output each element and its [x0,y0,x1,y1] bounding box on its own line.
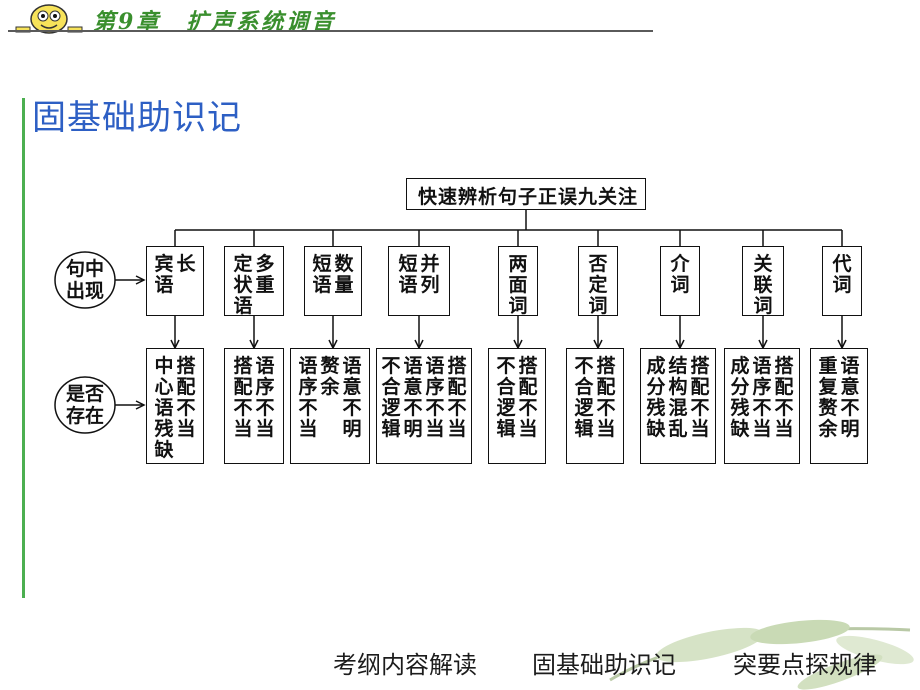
category-node-text-col: 长 [176,253,196,275]
category-node [578,246,618,316]
issue-node [146,348,204,464]
issue-node-text-col: 成分残缺 [646,355,666,440]
issue-node-text-col: 不合逻辑 [381,355,401,440]
header-divider [8,30,653,32]
issue-node-text-col: 搭配不当 [690,355,710,440]
category-node [822,246,862,316]
issue-node-text-col: 语意不明 [403,355,423,440]
category-node [224,246,284,316]
category-node [742,246,784,316]
row-arrow-head-bottom [135,400,146,410]
issue-node-text-col: 不合逻辑 [496,355,516,440]
category-node [304,246,362,316]
mascot-logo-icon [15,4,83,34]
issue-node-text-col: 不合逻辑 [574,355,594,440]
nav-item[interactable]: 考纲内容解读 [333,651,477,679]
category-node-text-col: 短语 [312,253,332,296]
category-node [146,246,204,316]
row-label-top: 句中出现 [65,258,104,302]
category-node-text-col: 并列 [420,253,440,296]
issue-node-text-col: 搭配不当 [233,355,253,440]
row-label-bottom: 是否存在 [65,383,104,427]
category-node-text-col: 多重 [255,253,275,296]
row-arrow-head-top [135,275,146,285]
issue-node-text-col: 搭配不当 [447,355,467,440]
issue-node-text-col: 搭配不当 [596,355,616,440]
category-node-text-col: 介词 [670,253,690,296]
header: 第9章 扩声系统调音 [0,0,920,40]
category-node-text-col: 数量 [334,253,354,296]
nav-item[interactable]: 突要点探规律 [733,651,877,679]
issue-node [224,348,284,464]
issue-node-text-col: 成分残缺 [730,355,750,440]
issue-node-text-col: 重复赘余 [818,355,838,440]
side-accent-bar [22,98,25,598]
category-node-text-col: 否定词 [588,253,608,317]
issue-node [290,348,370,464]
category-node-text-col: 短语 [398,253,418,296]
issue-node-text-col: 搭配不当 [176,355,196,440]
issue-node-text-col: 搭配不当 [774,355,794,440]
issue-node [640,348,716,464]
issue-node-text-col: 赘余 [320,355,340,398]
section-title: 固基础助识记 [32,98,242,138]
issue-node-text-col: 语意不明 [342,355,362,440]
issue-node [724,348,800,464]
issue-node [810,348,868,464]
issue-node-text-col: 语意不明 [840,355,860,440]
issue-node-text-col: 搭配不当 [518,355,538,440]
leaf-decoration-icon [609,619,914,690]
nav-item[interactable]: 固基础助识记 [532,651,676,679]
issue-node-text-col: 语序不当 [752,355,772,440]
issue-node-text-col: 语序不当 [255,355,275,440]
issue-node-text-col: 结构混乱 [668,355,688,440]
issue-node-text-col: 语序不当 [298,355,318,440]
category-node [660,246,700,316]
root-node [406,178,646,210]
issue-node [566,348,624,464]
category-node-text-col: 两面词 [508,253,528,317]
issue-node [488,348,546,464]
category-node [498,246,538,316]
category-node-text-col: 宾语 [154,253,174,296]
issue-node-text-col: 语序不当 [425,355,445,440]
issue-node-text-col: 中心语残缺 [154,355,174,461]
category-node-text-col: 定状语 [233,253,253,317]
category-node-text-col: 代词 [832,253,852,296]
root-label: 快速辨析句子正误九关注 [417,186,638,208]
category-node-text-col: 关联词 [753,253,773,317]
issue-node [376,348,472,464]
category-node [388,246,450,316]
